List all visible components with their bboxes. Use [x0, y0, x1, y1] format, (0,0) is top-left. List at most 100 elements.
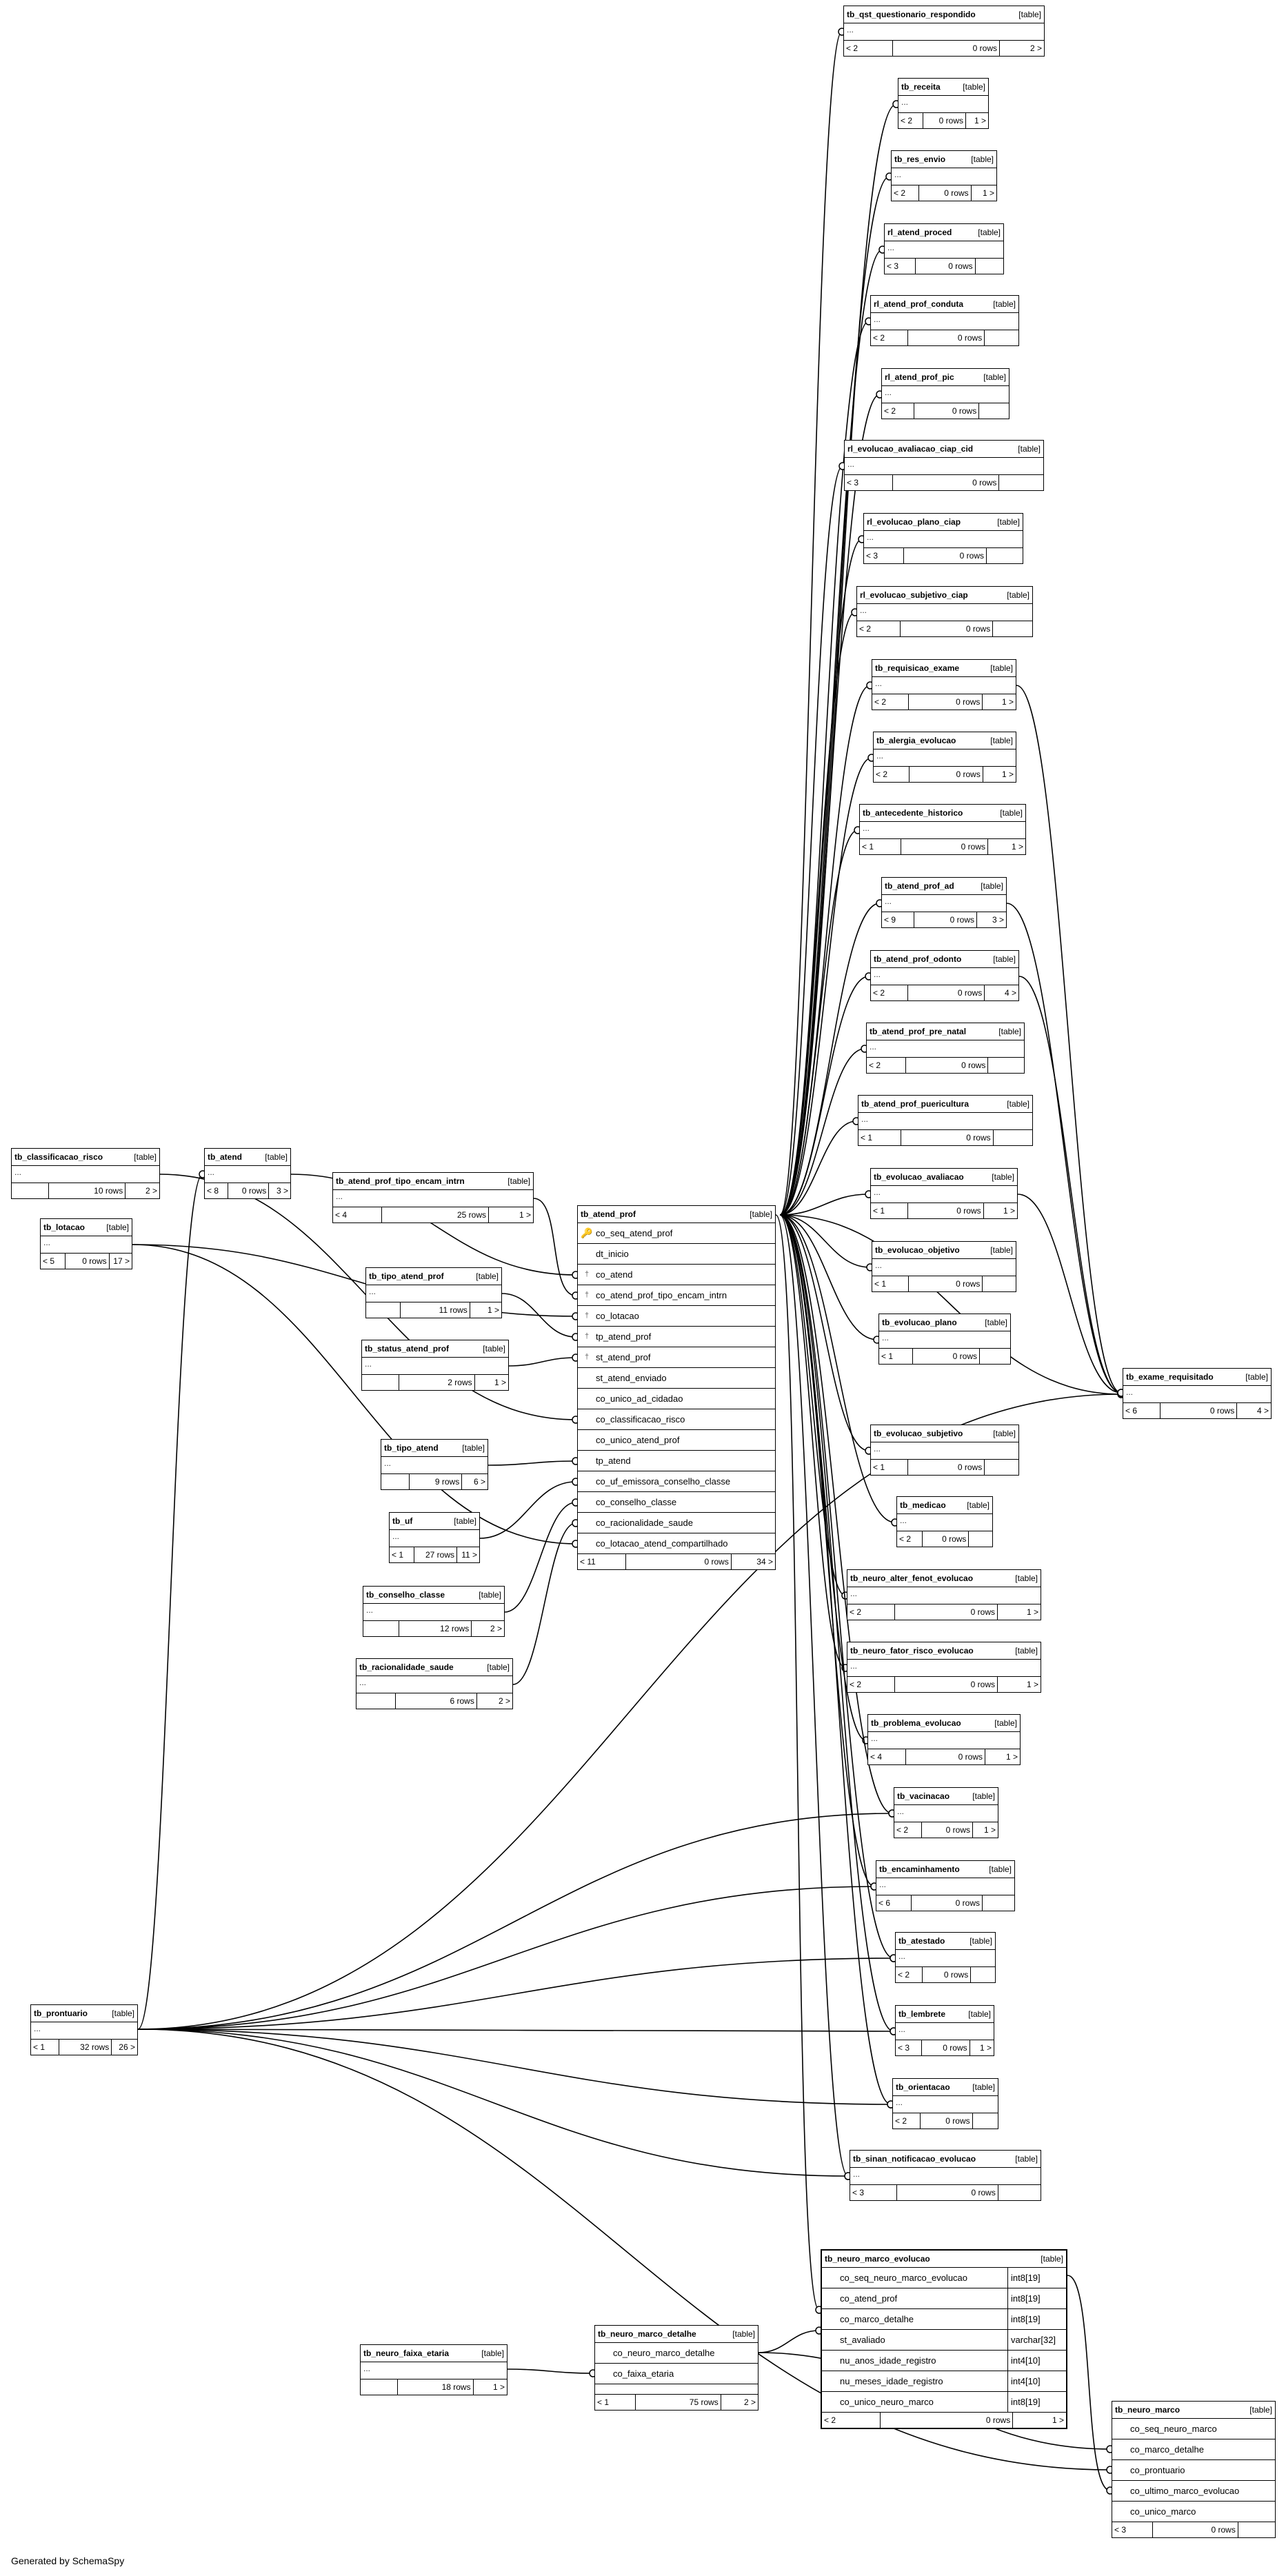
- children-count[interactable]: [971, 1967, 995, 1982]
- table-tb-neuro-fator-risco-evolucao[interactable]: tb_neuro_fator_risco_evolucao[table]...<…: [847, 1642, 1041, 1693]
- children-count[interactable]: 1 >: [1026, 1607, 1038, 1617]
- parents-count[interactable]: < 1: [31, 2040, 59, 2055]
- parents-count[interactable]: < 2: [898, 113, 923, 128]
- parents-count[interactable]: < 1: [858, 1130, 902, 1145]
- parents-count[interactable]: < 2: [874, 767, 910, 782]
- parents-count[interactable]: [356, 1693, 396, 1709]
- parents-count[interactable]: < 6: [1123, 1403, 1161, 1418]
- table-tb-sinan-notificacao-evolucao[interactable]: tb_sinan_notificacao_evolucao[table]...<…: [850, 2150, 1041, 2201]
- children-count[interactable]: [1238, 2522, 1275, 2537]
- parents-count[interactable]: < 2: [893, 2113, 921, 2129]
- parents-count[interactable]: < 3: [850, 2185, 897, 2200]
- parents-count[interactable]: [366, 1302, 401, 1318]
- table-tb-qst-questionario-respondido[interactable]: tb_qst_questionario_respondido[table]...…: [843, 6, 1045, 57]
- children-count[interactable]: 11 >: [461, 1550, 477, 1560]
- parents-count[interactable]: < 3: [885, 259, 916, 274]
- children-count[interactable]: 1 >: [1003, 1206, 1015, 1216]
- children-count[interactable]: [987, 548, 1023, 563]
- children-count[interactable]: 1 >: [519, 1210, 531, 1220]
- parents-count[interactable]: < 2: [847, 1677, 895, 1692]
- children-count[interactable]: 1 >: [1011, 842, 1023, 852]
- parents-count[interactable]: < 9: [882, 912, 914, 927]
- parents-count[interactable]: < 11: [578, 1554, 626, 1569]
- children-count[interactable]: 2 >: [490, 1624, 502, 1633]
- children-count[interactable]: [985, 330, 1018, 345]
- children-count[interactable]: 1 >: [982, 188, 994, 198]
- parents-count[interactable]: < 1: [860, 839, 901, 854]
- children-count[interactable]: [993, 621, 1032, 636]
- children-count[interactable]: 1 >: [487, 1305, 499, 1315]
- parents-count[interactable]: < 2: [844, 41, 893, 56]
- children-count[interactable]: [983, 1276, 1016, 1291]
- parents-count[interactable]: [381, 1474, 410, 1489]
- children-count[interactable]: 4 >: [1256, 1406, 1269, 1416]
- children-count[interactable]: [976, 259, 1003, 274]
- parents-count[interactable]: < 8: [205, 1183, 229, 1198]
- table-tb-neuro-alter-fenot-evolucao[interactable]: tb_neuro_alter_fenot_evolucao[table]...<…: [847, 1569, 1041, 1620]
- table-rl-evolucao-avaliacao-ciap-cid[interactable]: rl_evolucao_avaliacao_ciap_cid[table]...…: [844, 440, 1044, 491]
- parents-count[interactable]: < 2: [871, 330, 909, 345]
- children-count[interactable]: 1 >: [1005, 1752, 1018, 1762]
- table-tb-neuro-marco-detalhe[interactable]: tb_neuro_marco_detalhe[table] co_neuro_m…: [594, 2325, 758, 2411]
- children-count[interactable]: 2 >: [1029, 43, 1042, 53]
- children-count[interactable]: [999, 475, 1043, 490]
- children-count[interactable]: 1 >: [1026, 1680, 1038, 1689]
- children-count[interactable]: 34 >: [756, 1557, 773, 1567]
- children-count[interactable]: 3 >: [992, 915, 1004, 925]
- parents-count[interactable]: < 3: [864, 548, 904, 563]
- children-count[interactable]: 4 >: [1004, 988, 1016, 998]
- parents-count[interactable]: < 3: [1112, 2522, 1153, 2537]
- children-count[interactable]: 3 >: [276, 1186, 288, 1196]
- table-tb-neuro-marco[interactable]: tb_neuro_marco[table] co_seq_neuro_marco…: [1112, 2401, 1276, 2538]
- parents-count[interactable]: < 2: [847, 1604, 895, 1620]
- children-count[interactable]: 1 >: [979, 2043, 992, 2053]
- children-count[interactable]: 1 >: [492, 2382, 505, 2392]
- children-count[interactable]: 1 >: [983, 1825, 996, 1835]
- children-count[interactable]: 1 >: [974, 116, 986, 125]
- children-count[interactable]: [969, 1531, 992, 1547]
- parents-count[interactable]: [362, 1375, 399, 1390]
- parents-count[interactable]: < 2: [892, 185, 920, 201]
- parents-count[interactable]: < 2: [857, 621, 901, 636]
- children-count[interactable]: 2 >: [145, 1186, 157, 1196]
- parents-count[interactable]: < 2: [896, 1967, 923, 1982]
- table-tb-neuro-marco-evolucao[interactable]: tb_neuro_marco_evolucao[table] co_seq_ne…: [821, 2249, 1067, 2429]
- parents-count[interactable]: < 2: [871, 985, 909, 1000]
- parents-count[interactable]: [12, 1183, 50, 1198]
- children-count[interactable]: [988, 1058, 1024, 1073]
- parents-count[interactable]: < 3: [896, 2040, 923, 2055]
- parents-count[interactable]: < 5: [41, 1254, 66, 1269]
- parents-count[interactable]: < 1: [595, 2395, 636, 2410]
- parents-count[interactable]: < 6: [876, 1895, 912, 1911]
- children-count[interactable]: 6 >: [473, 1477, 485, 1487]
